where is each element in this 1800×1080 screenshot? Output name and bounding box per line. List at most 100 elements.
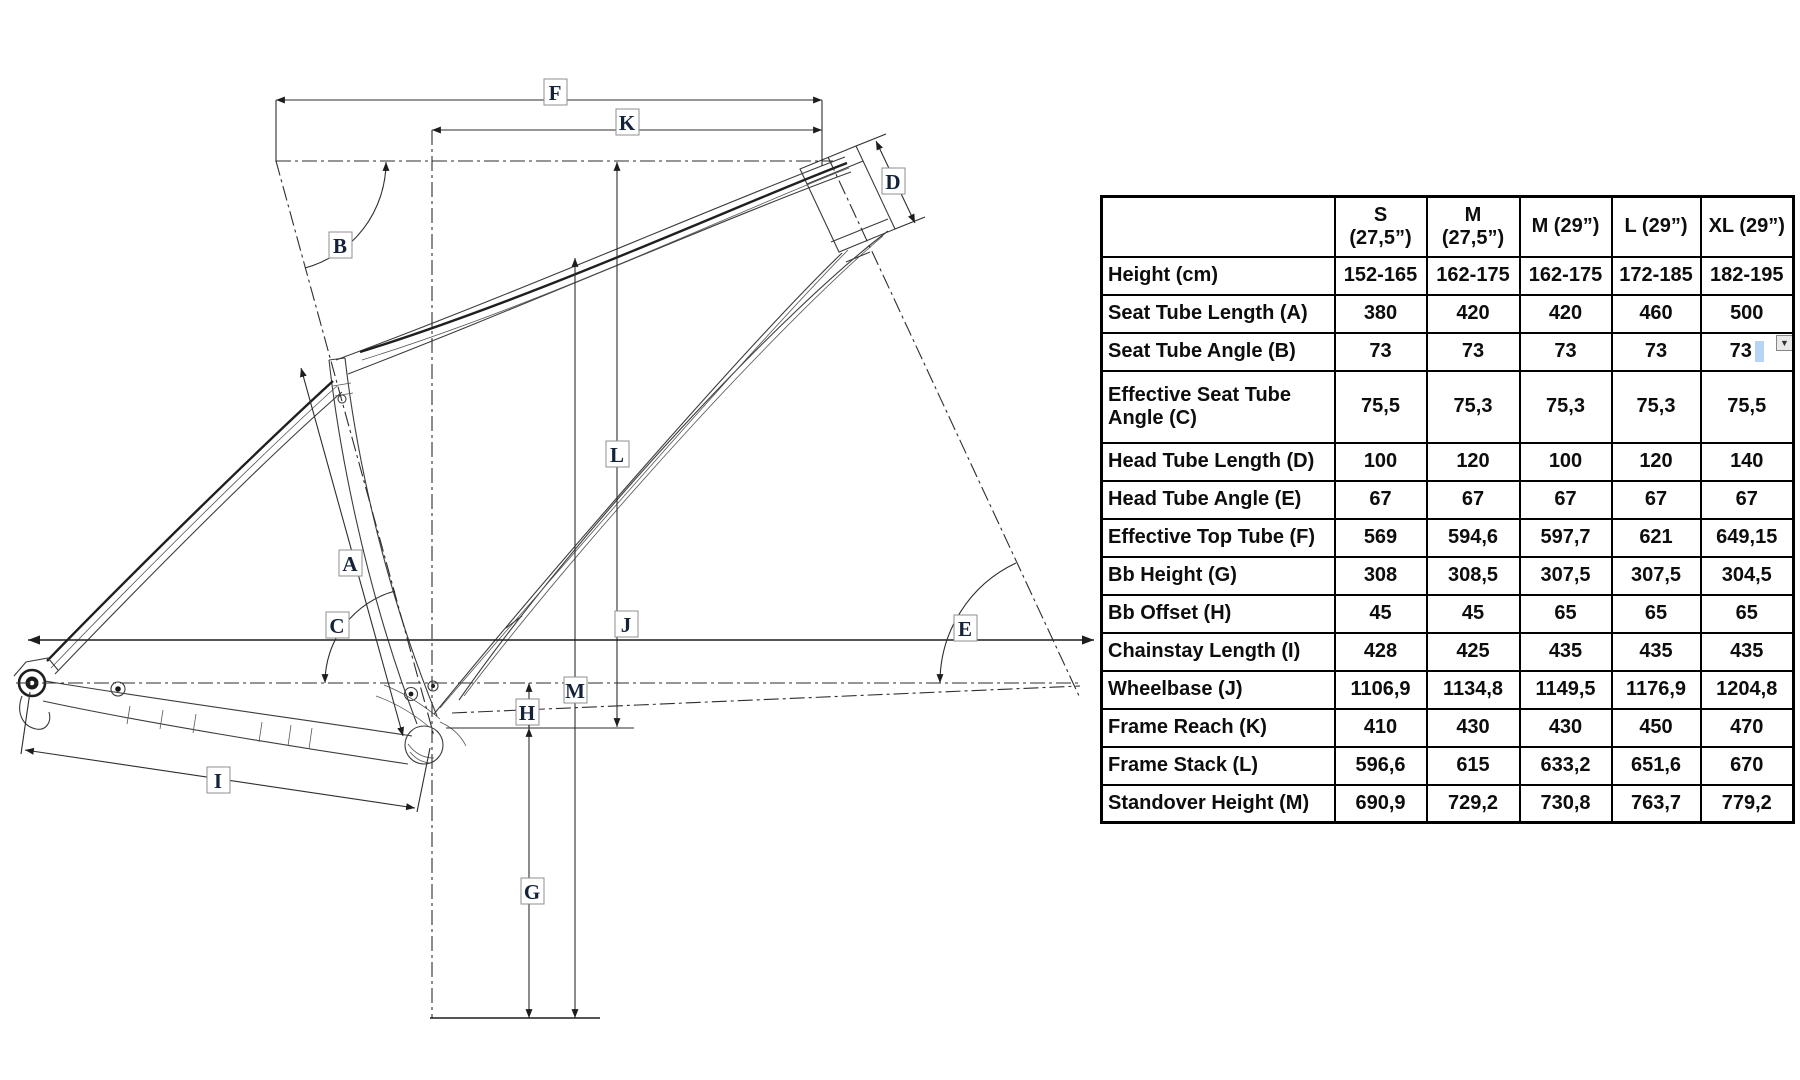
table-row: Effective Seat Tube Angle (C) 75,5 75,3 … xyxy=(1100,369,1795,444)
table-cell: 152-165 xyxy=(1333,255,1428,296)
table-cell: 763,7 xyxy=(1610,783,1702,824)
angle-E-arc xyxy=(936,562,1017,684)
table-row: Frame Reach (K) 410 430 430 450 470 xyxy=(1100,707,1795,748)
table-cell: 307,5 xyxy=(1610,555,1702,596)
table-cell: 430 xyxy=(1518,707,1613,748)
table-cell: 425 xyxy=(1425,631,1521,672)
table-cell: 450 xyxy=(1610,707,1702,748)
table-cell: 45 xyxy=(1333,593,1428,634)
table-cell: 594,6 xyxy=(1425,517,1521,558)
table-cell-selected: 73 ▼ xyxy=(1699,331,1795,372)
table-row: Bb Offset (H) 45 45 65 65 65 xyxy=(1100,593,1795,634)
dim-label-m-box xyxy=(563,676,588,704)
frame-drawing xyxy=(13,145,896,765)
dim-label-a: A xyxy=(342,552,358,576)
dim-label-j-box xyxy=(614,610,639,638)
dim-label-f-box xyxy=(543,78,568,106)
table-header-row: S(27,5”) M(27,5”) M (29”) L (29”) XL (29… xyxy=(1100,195,1795,258)
table-cell: 670 xyxy=(1699,745,1795,786)
table-cell: 75,3 xyxy=(1425,369,1521,444)
dim-label-f: F xyxy=(549,81,562,105)
table-cell: 172-185 xyxy=(1610,255,1702,296)
dim-label-c-box xyxy=(325,611,350,639)
frame-geometry-diagram: F K B D A C L J E M H G I xyxy=(13,78,1094,1019)
table-cell: 1134,8 xyxy=(1425,669,1521,710)
row-label: Chainstay Length (I) xyxy=(1100,631,1336,672)
table-cell: 304,5 xyxy=(1699,555,1795,596)
table-cell: 120 xyxy=(1425,441,1521,482)
table-cell: 779,2 xyxy=(1699,783,1795,824)
table-cell: 420 xyxy=(1518,293,1613,334)
cell-value: 73 xyxy=(1729,340,1752,362)
steering-axis xyxy=(827,156,1081,699)
table-row: Frame Stack (L) 596,6 615 633,2 651,6 67… xyxy=(1100,745,1795,786)
row-label: Height (cm) xyxy=(1100,255,1336,296)
angle-B-arc xyxy=(304,161,390,269)
row-label: Seat Tube Angle (B) xyxy=(1100,331,1336,372)
table-cell: 1176,9 xyxy=(1610,669,1702,710)
table-cell: 615 xyxy=(1425,745,1521,786)
table-cell: 73 xyxy=(1518,331,1613,372)
table-row: Effective Top Tube (F) 569 594,6 597,7 6… xyxy=(1100,517,1795,558)
table-cell: 67 xyxy=(1699,479,1795,520)
text-cursor-highlight xyxy=(1754,341,1764,363)
table-cell: 435 xyxy=(1610,631,1702,672)
table-cell: 730,8 xyxy=(1518,783,1613,824)
table-cell: 430 xyxy=(1425,707,1521,748)
table-cell: 67 xyxy=(1425,479,1521,520)
table-row: Standover Height (M) 690,9 729,2 730,8 7… xyxy=(1100,783,1795,824)
table-cell: 65 xyxy=(1699,593,1795,634)
dim-label-b: B xyxy=(333,234,347,258)
row-label: Effective Top Tube (F) xyxy=(1100,517,1336,558)
table-cell: 729,2 xyxy=(1425,783,1521,824)
dropdown-button[interactable]: ▼ xyxy=(1776,334,1792,351)
dim-label-g-box xyxy=(520,877,545,905)
row-label: Head Tube Length (D) xyxy=(1100,441,1336,482)
table-cell: 67 xyxy=(1333,479,1428,520)
table-cell: 597,7 xyxy=(1518,517,1613,558)
table-cell: 67 xyxy=(1610,479,1702,520)
table-cell: 65 xyxy=(1610,593,1702,634)
table-cell: 420 xyxy=(1425,293,1521,334)
table-cell: 308 xyxy=(1333,555,1428,596)
dim-label-k: K xyxy=(619,111,636,135)
dim-label-h-box xyxy=(515,698,540,726)
dim-label-j: J xyxy=(621,613,632,637)
row-label: Effective Seat Tube Angle (C) xyxy=(1100,369,1336,444)
row-label: Wheelbase (J) xyxy=(1100,669,1336,710)
row-label: Frame Stack (L) xyxy=(1100,745,1336,786)
row-label: Bb Height (G) xyxy=(1100,555,1336,596)
seat-tube-axis xyxy=(275,160,435,737)
table-cell: 435 xyxy=(1518,631,1613,672)
table-cell: 308,5 xyxy=(1425,555,1521,596)
dim-label-c: C xyxy=(329,614,344,638)
table-cell: 380 xyxy=(1333,293,1428,334)
table-cell: 75,5 xyxy=(1699,369,1795,444)
table-row: Head Tube Length (D) 100 120 100 120 140 xyxy=(1100,441,1795,482)
table-row: Seat Tube Length (A) 380 420 420 460 500 xyxy=(1100,293,1795,334)
table-cell: 65 xyxy=(1518,593,1613,634)
table-cell: 460 xyxy=(1610,293,1702,334)
geometry-table: S(27,5”) M(27,5”) M (29”) L (29”) XL (29… xyxy=(1100,195,1795,824)
table-row: Chainstay Length (I) 428 425 435 435 435 xyxy=(1100,631,1795,672)
dim-label-l-box xyxy=(605,440,630,468)
dim-label-d: D xyxy=(885,170,900,194)
dim-label-g: G xyxy=(524,880,540,904)
table-cell: 120 xyxy=(1610,441,1702,482)
dimension-lines xyxy=(16,96,1094,1019)
row-label: Bb Offset (H) xyxy=(1100,593,1336,634)
dim-label-e-box xyxy=(953,614,978,642)
dim-label-e: E xyxy=(958,617,972,641)
table-cell: 596,6 xyxy=(1333,745,1428,786)
table-cell: 690,9 xyxy=(1333,783,1428,824)
seat-stays xyxy=(46,380,343,675)
table-cell: 500 xyxy=(1699,293,1795,334)
header-empty xyxy=(1100,195,1336,258)
down-tube xyxy=(433,230,889,715)
rear-dropout xyxy=(13,657,126,730)
table-cell: 307,5 xyxy=(1518,555,1613,596)
table-cell: 75,3 xyxy=(1518,369,1613,444)
table-cell: 100 xyxy=(1333,441,1428,482)
table-cell: 140 xyxy=(1699,441,1795,482)
dim-label-i: I xyxy=(214,769,222,793)
